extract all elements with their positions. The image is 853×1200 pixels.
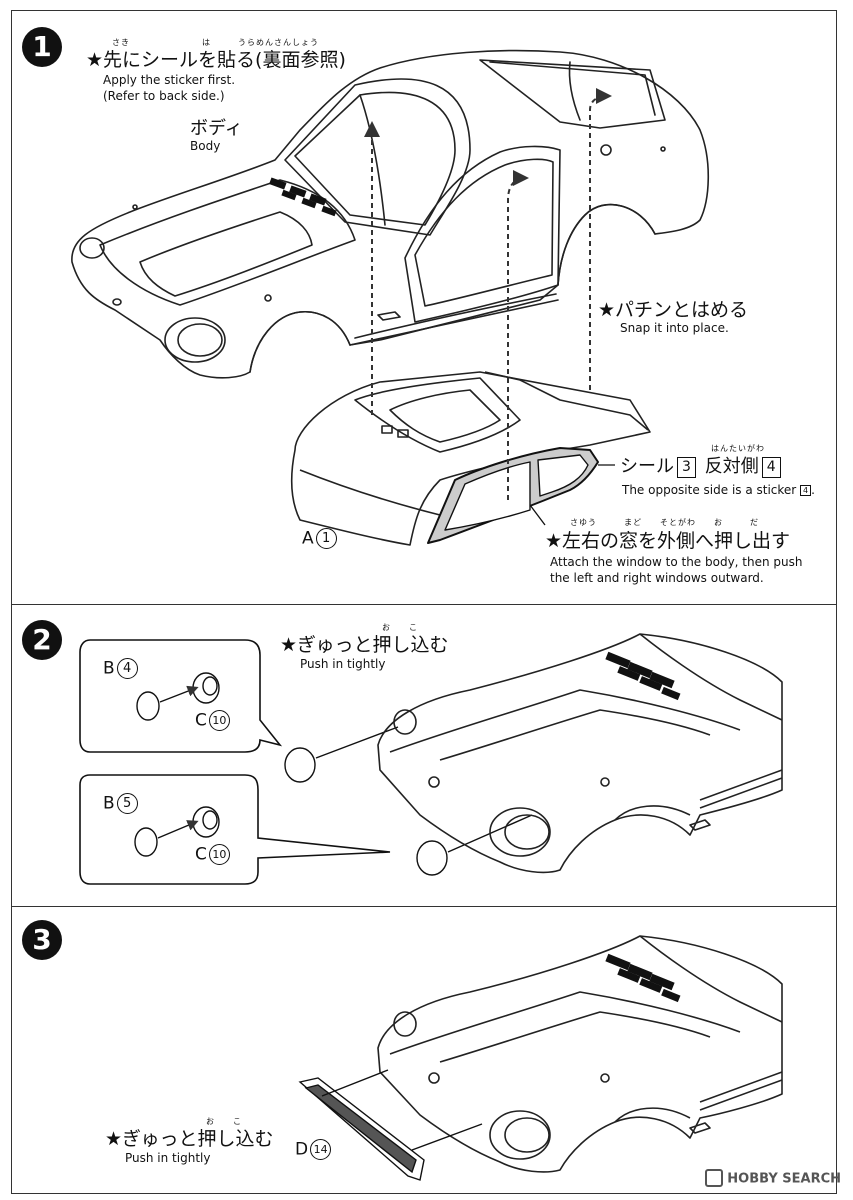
assembly-arrows-step3 — [321, 1069, 483, 1151]
watermark-text: HOBBY SEARCH — [727, 1171, 841, 1187]
leader-lines — [529, 464, 615, 526]
part-d-letter: D — [295, 1139, 309, 1160]
detail-box-2 — [79, 774, 391, 885]
push-ruby-step3: お こ — [206, 1117, 242, 1126]
part-b4-number: 4 — [116, 658, 138, 679]
part-b5-number: 5 — [116, 793, 138, 814]
watermark: HOBBY SEARCH — [705, 1169, 841, 1188]
opposite-sticker-text: The opposite side is a sticker — [622, 483, 797, 497]
part-c-letter: C — [195, 844, 207, 865]
body-label-jp: ボディ — [190, 118, 243, 139]
car-body-drawing — [71, 49, 710, 379]
instruction-sheet — [11, 10, 837, 1194]
front-grille-part-d14 — [298, 1077, 425, 1181]
hood-stripes-step2 — [605, 651, 681, 701]
push-label-jp-step2: ★ぎゅっと押し込む — [280, 634, 449, 656]
window-instruction-en-2: the left and right windows outward. — [550, 571, 764, 585]
title-ruby: さき は うらめんさんしょう — [112, 38, 319, 47]
part-c-letter: C — [195, 710, 207, 731]
car-front-drawing-step3 — [377, 935, 783, 1173]
part-a-number: 1 — [315, 528, 337, 549]
opposite-ruby: はんたいがわ — [711, 444, 765, 453]
opposite-sticker-en: The opposite side is a sticker 4. — [622, 483, 815, 497]
push-label-en-step2: Push in tightly — [300, 657, 386, 671]
part-b-letter: B — [103, 658, 115, 679]
window-part-a1 — [290, 371, 651, 546]
step-3-badge: 3 — [22, 920, 62, 960]
window-ruby: さゆう まど そとがわ お だ — [570, 518, 759, 527]
hobby-search-logo-icon — [705, 1169, 724, 1187]
sticker-jp: シール — [620, 456, 674, 477]
opposite-jp: 反対側 — [704, 456, 759, 477]
window-instruction-jp: ★左右の窓を外側へ押し出す — [545, 530, 791, 552]
step-1-badge: 1 — [22, 27, 62, 67]
section-divider — [11, 604, 837, 605]
snap-label-en: Snap it into place. — [620, 321, 729, 335]
sticker-number-4: 4 — [761, 456, 781, 478]
guide-lines — [364, 88, 612, 500]
part-b-letter: B — [103, 793, 115, 814]
car-front-drawing-step2 — [377, 633, 783, 874]
section-divider — [11, 906, 837, 907]
push-ruby-step2: お こ — [382, 623, 418, 632]
hood-stripe-decals — [269, 177, 337, 217]
step-2-badge: 2 — [22, 620, 62, 660]
push-label-en-step3: Push in tightly — [125, 1151, 211, 1165]
part-a-letter: A — [302, 528, 314, 549]
lamp-lens-parts — [134, 672, 448, 876]
sticker-number-3: 3 — [677, 456, 696, 478]
part-c10-number-2: 10 — [208, 844, 230, 865]
push-label-jp-step3: ★ぎゅっと押し込む — [105, 1128, 274, 1150]
detail-box-1 — [79, 639, 283, 753]
step-1-reference-en: (Refer to back side.) — [103, 89, 225, 103]
snap-label-jp: ★パチンとはめる — [598, 299, 749, 321]
step-1-instruction-en: Apply the sticker first. — [103, 73, 236, 87]
part-d14-number: 14 — [310, 1139, 332, 1160]
sticker-number-small: 4 — [800, 485, 812, 496]
step-1-title: ★先にシールを貼る(裏面参照) — [86, 49, 346, 71]
window-instruction-en-1: Attach the window to the body, then push — [550, 555, 803, 569]
part-c10-number: 10 — [208, 710, 230, 731]
body-label-en: Body — [190, 139, 221, 153]
hood-stripes-step3 — [605, 953, 681, 1003]
